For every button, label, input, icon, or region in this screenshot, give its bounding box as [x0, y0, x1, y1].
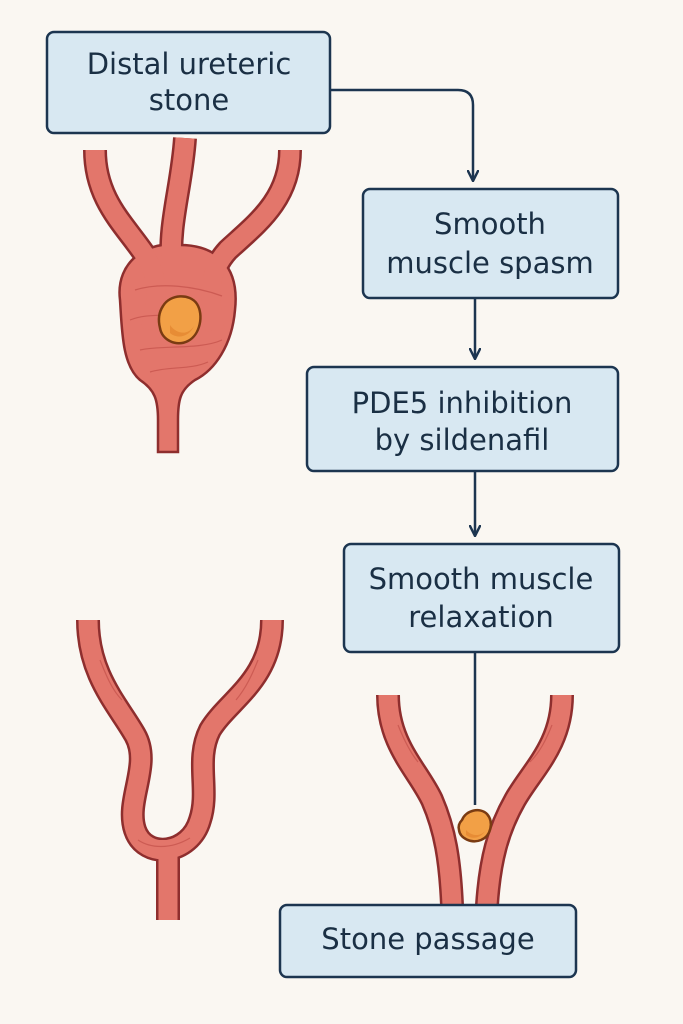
- connectors: [330, 88, 475, 805]
- node-smooth-muscle-spasm: Smooth muscle spasm: [361, 187, 620, 300]
- node-label-line: stone: [149, 83, 229, 117]
- node-label-line: Distal ureteric: [87, 47, 292, 81]
- node-label-line: relaxation: [408, 600, 553, 634]
- node-stone-passage: Stone passage: [278, 903, 578, 979]
- node-distal-ureteric-stone: Distal ureteric stone: [45, 30, 332, 135]
- node-pde5-inhibition: PDE5 inhibition by sildenafil: [305, 365, 620, 473]
- node-label-line: Smooth: [434, 207, 546, 241]
- node-label-line: PDE5 inhibition: [352, 386, 573, 420]
- node-smooth-muscle-relaxation: Smooth muscle relaxation: [342, 542, 621, 654]
- node-label-line: Smooth muscle: [369, 562, 594, 596]
- node-label-line: muscle spasm: [386, 246, 593, 280]
- ureter-relaxed-illustration: [76, 619, 284, 920]
- node-label-line: Stone passage: [321, 922, 534, 956]
- node-label-line: by sildenafil: [375, 423, 550, 457]
- ureter-with-stone-illustration: [83, 137, 302, 454]
- edge-stone-to-spasm: [330, 88, 473, 180]
- ureter-stone-passing-illustration: [376, 694, 574, 906]
